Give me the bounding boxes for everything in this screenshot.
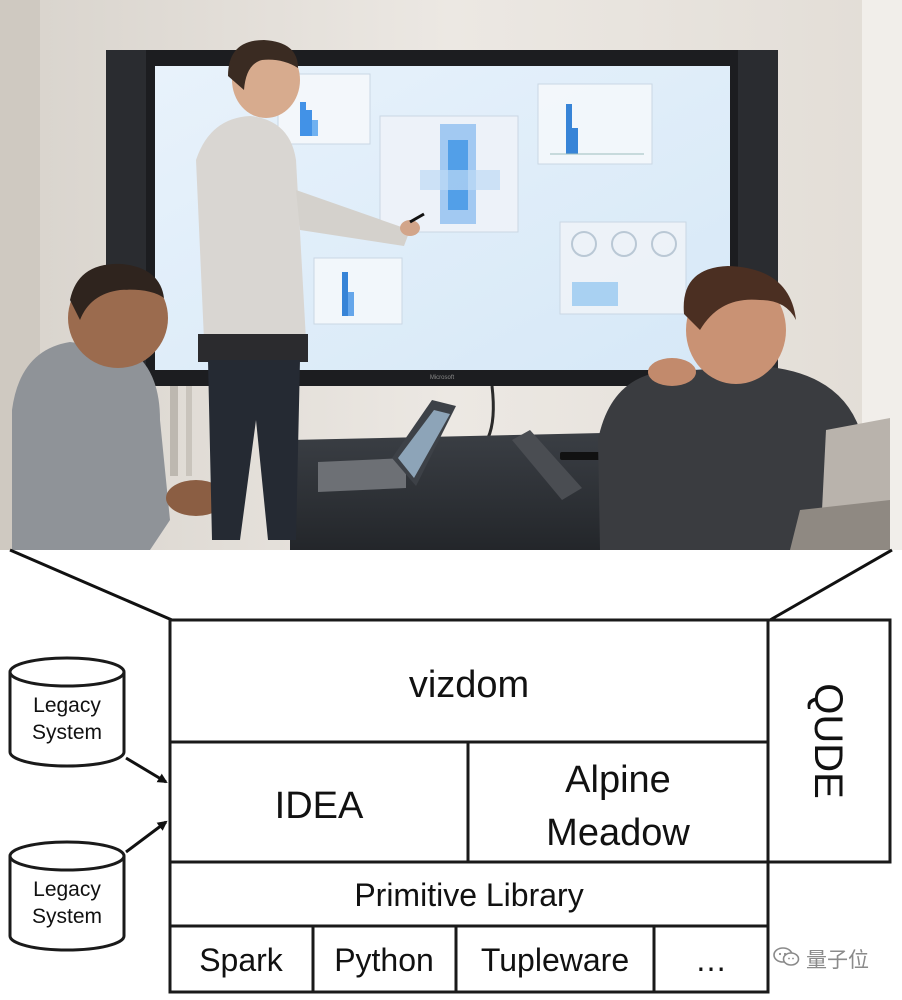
meeting-room-photo: Microsoft — [0, 0, 902, 550]
watermark-text: 量子位 — [806, 948, 869, 972]
legacy-system-database-2: Legacy System — [8, 840, 126, 952]
arrow-legacy-2-to-idea — [125, 820, 168, 854]
backend-more — [652, 924, 770, 994]
alpine-meadow-component — [466, 740, 770, 864]
screen-brand-logo: Microsoft — [430, 375, 455, 381]
zoom-line-left — [9, 548, 173, 622]
legacy-system-2-line2: System — [32, 905, 102, 928]
backend-python — [311, 924, 458, 994]
legacy-system-1-line1: Legacy — [33, 694, 101, 717]
legacy-system-2-line1: Legacy — [33, 878, 101, 901]
idea-component — [168, 740, 470, 864]
zoom-line-right — [769, 548, 893, 622]
primitive-library-label: Primitive Library — [354, 877, 583, 913]
legacy-system-1-line2: System — [32, 721, 102, 744]
watermark: 量子位 — [772, 944, 869, 974]
vizdom-layer — [168, 618, 770, 744]
alpine-meadow-label-line1: Alpine — [565, 759, 671, 801]
backend-more-label: … — [695, 942, 727, 978]
backend-tupleware — [454, 924, 656, 994]
backend-python-label: Python — [334, 942, 434, 978]
primitive-library-layer — [168, 860, 770, 928]
vizdom-label: vizdom — [409, 664, 529, 706]
legacy-system-database-1: Legacy System — [8, 656, 126, 768]
backend-tupleware-label: Tupleware — [481, 942, 629, 978]
wechat-icon — [772, 946, 800, 973]
qude-label: QUDE — [806, 683, 850, 799]
idea-label: IDEA — [275, 785, 364, 827]
qude-component — [766, 618, 892, 864]
arrow-legacy-1-to-idea — [125, 756, 168, 784]
alpine-meadow-label-line2: Meadow — [546, 812, 690, 854]
backend-spark-label: Spark — [199, 942, 284, 978]
